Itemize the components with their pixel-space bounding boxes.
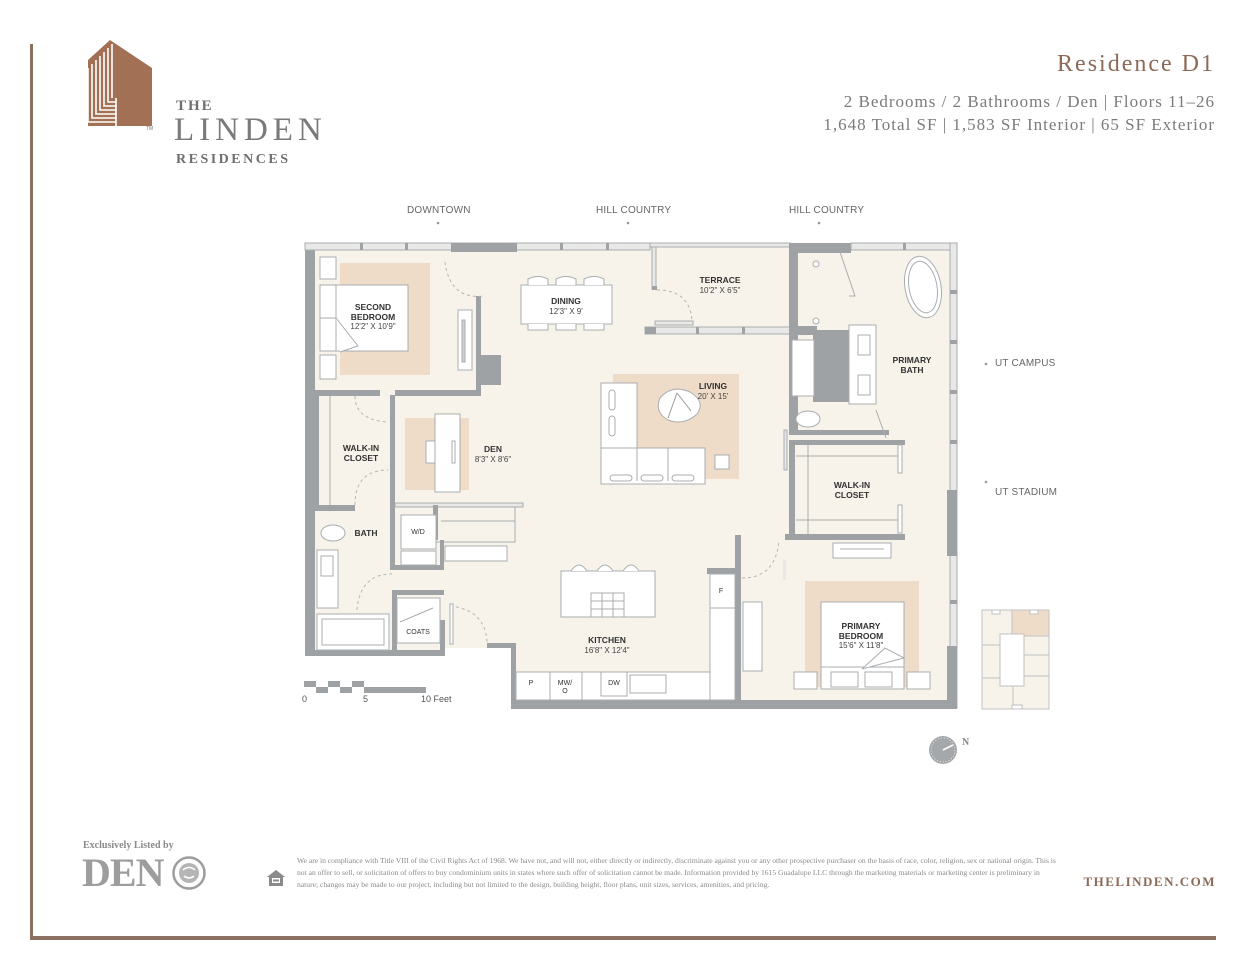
view-label-hill-country-2: HILL COUNTRY	[789, 205, 865, 216]
room-label-den: DEN 8'3" X 8'6"	[474, 444, 512, 464]
logo-linden: LINDEN	[174, 112, 327, 148]
room-label-coats: COATS	[406, 629, 430, 636]
walls	[304, 242, 958, 709]
room-label-living: LIVING 20' X 15'	[697, 381, 729, 401]
appliance-pantry: P	[528, 680, 534, 687]
residence-summary: 2 Bedrooms / 2 Bathrooms / Den | Floors …	[843, 92, 1215, 111]
scale-label-10: 10 Feet	[421, 694, 452, 704]
residence-title: Residence D1	[1057, 51, 1215, 77]
den-logo: DEN	[82, 853, 207, 893]
view-label-hill-country-1: HILL COUNTRY	[596, 205, 672, 216]
page-frame-bottom	[30, 936, 1216, 940]
appliance-microwave-oven: MW/ O	[557, 680, 573, 695]
residence-header: Residence D1 2 Bedrooms / 2 Bathrooms / …	[823, 50, 1215, 136]
website-link[interactable]: THELINDEN.COM	[1083, 874, 1216, 889]
room-label-dining: DINING 12'3" X 9'	[549, 296, 583, 316]
scale-bar	[304, 681, 426, 693]
appliance-fridge: F	[718, 588, 724, 595]
room-label-kitchen: KITCHEN 16'8" X 12'4"	[584, 635, 630, 655]
listed-by-label: Exclusively Listed by	[83, 840, 174, 851]
furniture	[316, 251, 943, 701]
room-label-terrace: TERRACE 10'2" X 6'5"	[699, 275, 741, 295]
view-arrow-markers	[436, 221, 988, 484]
room-label-bath: BATH	[354, 528, 378, 538]
view-label-ut-stadium: UT STADIUM	[995, 487, 1058, 498]
view-label-downtown: DOWNTOWN	[407, 205, 471, 216]
room-label-walk-in-closet-right: WALK-IN CLOSET	[833, 480, 871, 500]
page-frame-left	[30, 44, 33, 940]
linden-tree-logo-icon: TM	[87, 40, 153, 132]
brand-logo: TM THE LINDEN RESIDENCES	[80, 38, 340, 167]
legal-disclaimer: We are in compliance with Title VIII of …	[297, 856, 1056, 889]
lion-crest-icon	[172, 856, 207, 890]
logo-residences: RESIDENCES	[176, 152, 291, 167]
logo-the: THE	[176, 98, 214, 114]
appliance-dishwasher: DW	[608, 680, 620, 687]
view-label-ut-campus: UT CAMPUS	[995, 358, 1056, 369]
room-label-second-bedroom: SECOND BEDROOM 12'2" X 10'9"	[350, 302, 396, 331]
room-label-primary-bedroom: PRIMARY BEDROOM 15'6" X 11'8"	[838, 621, 884, 650]
equal-housing-icon	[267, 870, 285, 886]
scale-label-5: 5	[363, 694, 369, 704]
scale-label-0: 0	[302, 694, 308, 704]
door-swings	[354, 261, 780, 644]
compass-north-label: N	[962, 737, 970, 748]
compass-icon	[929, 736, 957, 764]
svg-text:TM: TM	[146, 126, 153, 132]
residence-area: 1,648 Total SF | 1,583 SF Interior | 65 …	[823, 115, 1215, 134]
room-label-walk-in-closet-left: WALK-IN CLOSET	[342, 443, 380, 463]
room-label-primary-bath: PRIMARY BATH	[892, 355, 932, 375]
key-plan	[981, 609, 1050, 710]
appliance-washer-dryer: W/D	[411, 529, 425, 536]
